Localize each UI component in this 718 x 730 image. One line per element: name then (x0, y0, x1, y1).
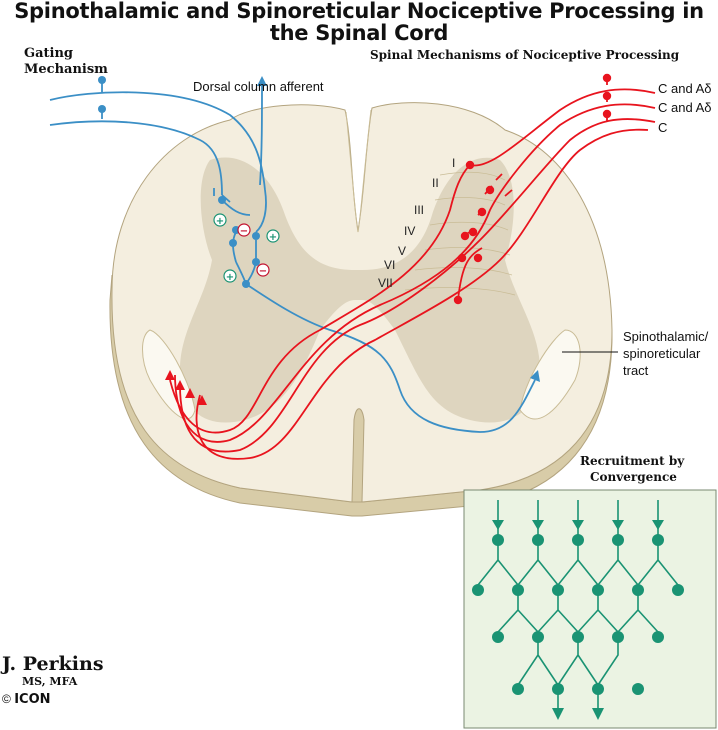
fiber-label-2: C and Aδ (658, 100, 712, 115)
title-line-1: Spinothalamic and Spinoreticular Nocicep… (14, 0, 704, 23)
convergence-neurons (472, 520, 684, 720)
page-title: Spinothalamic and Spinoreticular Nocicep… (0, 0, 718, 44)
title-line-2: the Spinal Cord (269, 21, 449, 45)
minus-sign: − (259, 266, 267, 277)
signature-credentials: MS, MFA (22, 675, 78, 688)
lamina-lines (404, 171, 516, 296)
gating-label-line2: Mechanism (24, 62, 108, 77)
dorsal-septum (345, 109, 372, 233)
lamina-III: III (414, 203, 425, 217)
minus-sign: − (240, 226, 248, 237)
gray-matter (180, 157, 540, 423)
convergence-network (477, 500, 679, 708)
recruitment-label-line2: Convergence (590, 470, 677, 484)
plus-sign: + (226, 272, 234, 283)
tract-label-line2: spinoreticular (623, 346, 701, 361)
fiber-label-1: C and Aδ (658, 81, 712, 96)
dorsal-column-label: Dorsal column afferent (193, 79, 324, 94)
signature-copyright: © ICON (2, 692, 51, 707)
lamina-VI: VI (384, 258, 396, 272)
icon-logo: ICON (14, 692, 51, 707)
plus-sign: + (216, 216, 224, 227)
lamina-VII: VII (378, 276, 393, 290)
lamina-II: II (432, 176, 439, 190)
convergence-panel (463, 489, 717, 729)
red-ascending-arrows (165, 370, 207, 405)
dorsal-column-arrow (257, 76, 267, 86)
copyright-symbol: © (2, 692, 11, 706)
lamina-V: V (398, 244, 407, 258)
red-synapses (453, 73, 612, 305)
signature-name: J. Perkins (2, 653, 104, 675)
tract-label-line3: tract (623, 363, 649, 378)
lamina-IV: IV (404, 224, 416, 238)
spinal-mechanisms-label: Spinal Mechanisms of Nociceptive Process… (370, 48, 680, 62)
ascending-arrow-blue (530, 370, 540, 382)
gating-label-line1: Gating (24, 46, 74, 61)
tract-label-line1: Spinothalamic/ (623, 329, 709, 344)
plus-sign: + (269, 232, 277, 243)
ventral-fissure (351, 408, 365, 503)
lamina-I: I (452, 156, 456, 170)
fiber-label-3: C (658, 120, 668, 135)
recruitment-label-line1: Recruitment by (580, 454, 685, 468)
gating-signs: + − + + − (213, 213, 280, 283)
